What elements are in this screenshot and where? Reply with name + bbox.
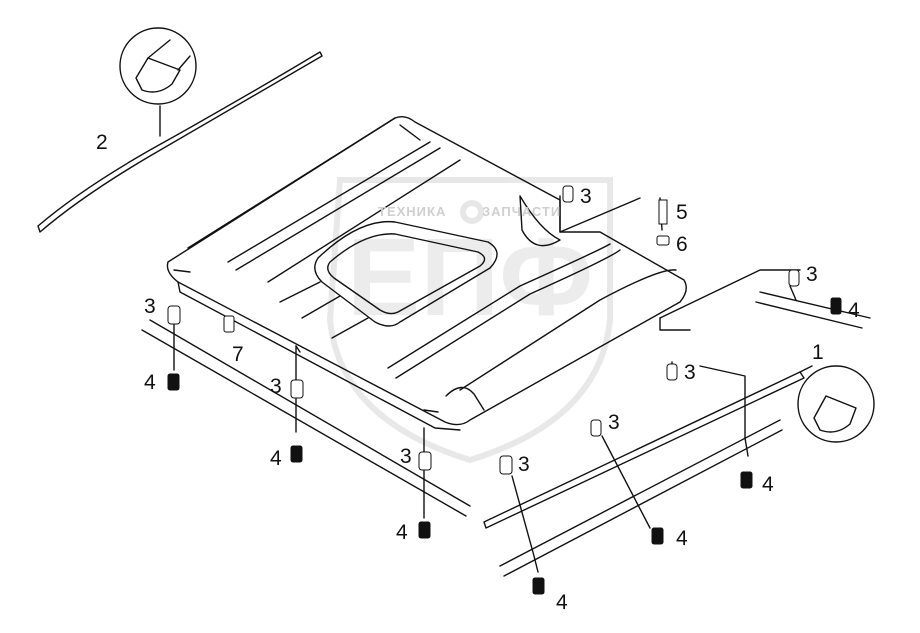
- callout-3-right: 3: [806, 263, 818, 286]
- side-rail-left: [149, 319, 471, 507]
- callout-5: 5: [676, 201, 688, 224]
- callout-4-lowB: 4: [676, 527, 688, 550]
- watermark: [326, 177, 613, 464]
- callout-4-mid: 4: [270, 447, 282, 470]
- roof-panel: [166, 115, 687, 426]
- callout-3-top: 3: [580, 185, 592, 208]
- callout-4-left: 4: [144, 371, 156, 394]
- roof-cutout: [519, 195, 561, 247]
- stud-7: [223, 315, 235, 333]
- bolt-4-front: [418, 521, 431, 539]
- nut-6: [656, 235, 670, 246]
- callout-3-rail: 3: [684, 361, 696, 384]
- clip-3-lowB: [590, 419, 602, 437]
- callout-1: 1: [812, 341, 824, 364]
- callout-3-left: 3: [144, 295, 156, 318]
- clip-3-right: [788, 269, 800, 287]
- screw-5: [658, 199, 668, 225]
- side-rail-right: [499, 419, 781, 567]
- callout-7: 7: [232, 343, 244, 366]
- sunroof-hatch: [314, 220, 498, 327]
- clip-3-lowA: [499, 455, 513, 475]
- callout-3-mid: 3: [270, 375, 282, 398]
- watermark-left-text: ТЕХНИКА: [378, 204, 447, 219]
- bolt-4-rail: [740, 471, 753, 489]
- gear-icon: [460, 200, 484, 224]
- clip-3-left: [167, 305, 181, 325]
- watermark-right-text: ЗАПЧАСТИ: [482, 204, 562, 219]
- bolt-4-lowA: [532, 577, 545, 595]
- bolt-4-left: [167, 373, 180, 391]
- callout-4-lowA: 4: [556, 591, 568, 614]
- seal-strip-side: [483, 371, 805, 529]
- bolt-4-right: [830, 297, 842, 315]
- clip-3-front: [418, 451, 432, 471]
- clip-3-top: [562, 185, 574, 203]
- seal-strip-top: [37, 51, 323, 233]
- callout-4-rail: 4: [762, 473, 774, 496]
- callout-2: 2: [96, 131, 108, 154]
- callout-4-right: 4: [848, 299, 860, 322]
- side-rail-back: [759, 291, 871, 319]
- watermark-logo: ЕПФ: [347, 216, 593, 339]
- clip-3-mid: [290, 379, 304, 399]
- bolt-4-lowB: [651, 527, 664, 545]
- bolt-4-mid: [290, 445, 303, 463]
- callout-3-lowA: 3: [518, 453, 530, 476]
- callout-4-front: 4: [396, 521, 408, 544]
- detail-view-right: [797, 365, 875, 443]
- callout-6: 6: [676, 233, 688, 256]
- clip-3-rail: [666, 363, 678, 381]
- callout-3-lowB: 3: [608, 411, 620, 434]
- detail-view-top: [119, 27, 197, 105]
- callout-3-front: 3: [400, 445, 412, 468]
